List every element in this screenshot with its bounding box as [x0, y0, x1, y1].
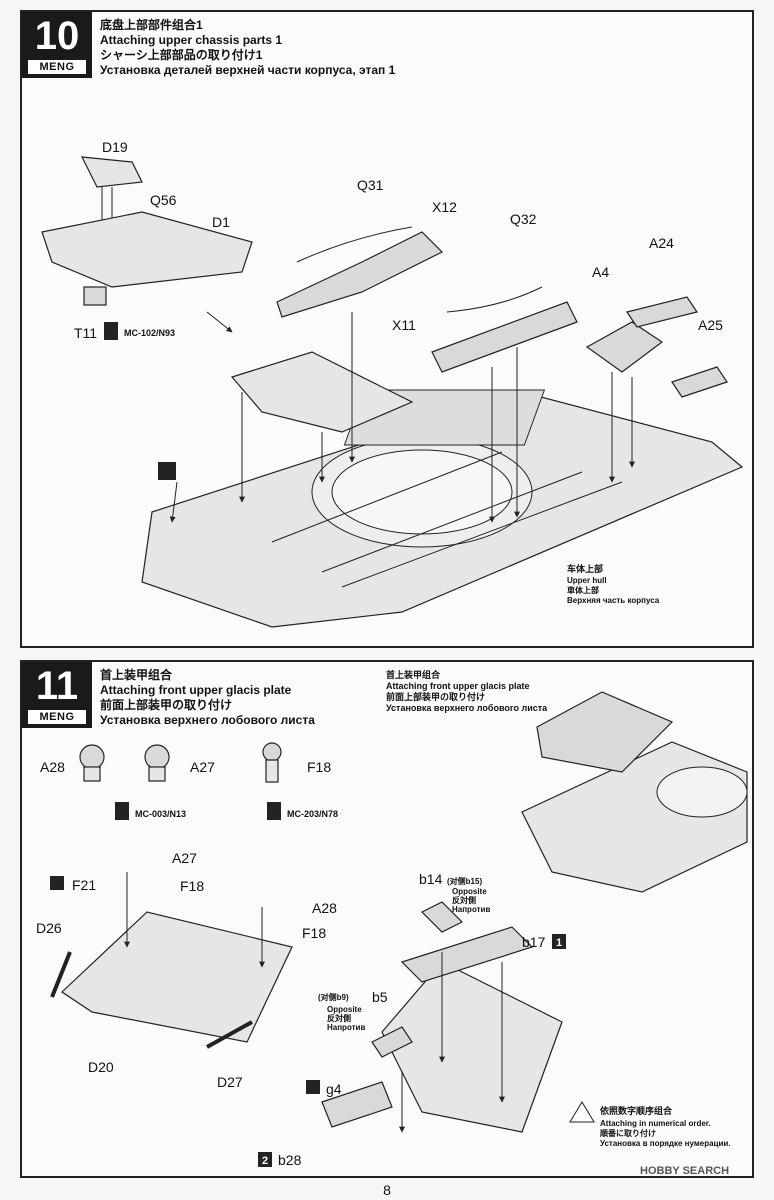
sub-title-en: Attaching front upper glacis plate [386, 681, 530, 691]
assembly-arrows [124, 872, 505, 1133]
parts-row [79, 742, 282, 783]
note-jp: 順番に取り付け [600, 1128, 656, 1138]
step-b17-num: 1 [556, 937, 562, 949]
sub-title-jp: 前面上部装甲の取り付け [386, 692, 486, 702]
opposite-ru: Напротив [452, 905, 490, 914]
step-number-icon [258, 1152, 272, 1167]
opposite-ru-b: Напротив [327, 1023, 365, 1032]
brand-logo: MENG [28, 60, 86, 74]
note-en: Attaching in numerical order. [600, 1119, 711, 1128]
title-jp: 前面上部装甲の取り付け [100, 698, 233, 712]
page-number: 8 [383, 1182, 391, 1198]
sub-title: 首上装甲组合 Attaching front upper glacis plat… [386, 670, 547, 714]
paint-code: MC-102/N93 [124, 328, 175, 338]
label-a28-b: A28 [312, 900, 337, 916]
warning-icon [569, 1101, 595, 1123]
label-f21: F21 [72, 877, 96, 893]
step-11-panel: 11 MENG 首上装甲组合 Attaching front upper gla… [20, 660, 754, 1178]
sub-title-ru: Установка верхнего лобового листа [386, 703, 548, 713]
part-x11-q32 [431, 286, 578, 373]
assembly-drawing: A28 A27 F18 MC-003/N13 MC-203/N78 A27 F1… [36, 691, 748, 1168]
step-number: 10 [34, 14, 80, 58]
title-cn: 底盘上部部件组合1 [100, 18, 203, 32]
label-a27: A27 [190, 759, 215, 775]
label-d1: D1 [212, 214, 230, 230]
step-b28-num: 2 [262, 1155, 268, 1167]
hull-label-jp: 車体上部 [567, 585, 599, 595]
title-en: Attaching front upper glacis plate [100, 683, 292, 697]
paint-code-b: MC-203/N78 [287, 809, 338, 819]
label-b28: b28 [278, 1152, 302, 1168]
opposite-en-b: Opposite [327, 1005, 362, 1014]
hull-label-en: Upper hull [567, 576, 607, 585]
label-t11: T11 [74, 325, 97, 341]
step-number-icon [552, 934, 566, 949]
title-jp: シャーシ上部部品の取り付け1 [100, 48, 263, 62]
label-x11: X11 [392, 317, 416, 333]
note-cn: 依照数字顺序组合 [600, 1105, 673, 1116]
label-f18-b: F18 [180, 878, 204, 894]
label-b14: b14 [419, 871, 443, 887]
step-badge: 11 MENG [22, 662, 92, 728]
part-a4-a24-a25 [585, 296, 728, 398]
label-a24: A24 [649, 235, 674, 251]
step-title: 底盘上部部件组合1 Attaching upper chassis parts … [100, 18, 395, 78]
step-title: 首上装甲组合 Attaching front upper glacis plat… [100, 668, 315, 728]
label-a4: A4 [592, 264, 609, 280]
opposite-b9-cn: (对侧b9) [318, 992, 349, 1002]
sub-title-cn: 首上装甲组合 [386, 670, 441, 680]
opposite-en: Opposite [452, 887, 487, 896]
assembly-drawing: D19 Q56 D1 T11 Q31 X12 Q32 A24 A4 A25 X1… [41, 139, 744, 628]
part-d1-installed [230, 351, 414, 433]
label-a28: A28 [40, 759, 65, 775]
glue-icon [158, 462, 176, 480]
step-badge: 10 MENG [22, 12, 92, 78]
step-10-panel: 10 MENG 底盘上部部件组合1 Attaching upper chassi… [20, 10, 754, 648]
paint-swatch-icon [267, 802, 281, 820]
watermark: HOBBY SEARCH [640, 1165, 730, 1177]
part-d1-assembly [41, 156, 253, 306]
label-f18-c: F18 [302, 925, 326, 941]
brand-logo: MENG [28, 710, 86, 724]
hull-label-ru: Верхняя часть корпуса [567, 596, 660, 605]
label-b17: b17 [522, 934, 546, 950]
label-x12: X12 [432, 199, 457, 215]
opposite-b15-cn: (对侧b15) [447, 876, 482, 886]
label-f18: F18 [307, 759, 331, 775]
note-ru: Установка в порядке нумерации. [600, 1139, 731, 1148]
label-q31: Q31 [357, 177, 384, 193]
label-a25: A25 [698, 317, 723, 333]
label-b5: b5 [372, 989, 388, 1005]
upper-hull [141, 389, 744, 628]
label-q56: Q56 [150, 192, 177, 208]
label-g4: g4 [326, 1081, 342, 1097]
paint-swatch-icon [104, 322, 118, 340]
label-d20: D20 [88, 1059, 114, 1075]
exploded-icon [50, 876, 64, 890]
label-d27: D27 [217, 1074, 243, 1090]
paint-swatch-icon [115, 802, 129, 820]
assembly-arrows [169, 311, 635, 523]
opposite-jp-b: 反対側 [327, 1013, 351, 1023]
glacis-assembly [321, 901, 563, 1133]
hull-label-cn: 车体上部 [567, 563, 603, 574]
step-number: 11 [35, 664, 79, 708]
opposite-jp: 反対側 [452, 895, 476, 905]
label-d19: D19 [102, 139, 128, 155]
label-a27-b: A27 [172, 850, 197, 866]
label-q32: Q32 [510, 211, 537, 227]
title-en: Attaching upper chassis parts 1 [100, 33, 283, 47]
exploded-icon [306, 1080, 320, 1094]
plate-d20 [50, 911, 293, 1049]
inset-hull [521, 691, 748, 893]
paint-code-a: MC-003/N13 [135, 809, 186, 819]
title-ru: Установка верхнего лобового листа [100, 713, 315, 727]
title-ru: Установка деталей верхней части корпуса,… [100, 63, 396, 77]
title-cn: 首上装甲组合 [100, 668, 173, 682]
label-d26: D26 [36, 920, 62, 936]
part-q31-x12 [276, 226, 444, 318]
